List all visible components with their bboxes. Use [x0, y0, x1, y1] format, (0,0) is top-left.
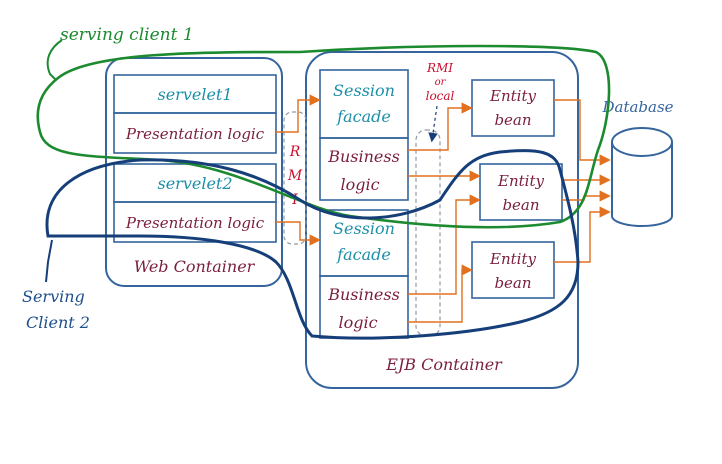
entity-bean-2-line2: bean [502, 196, 539, 214]
rmi-or-local-line3: local [426, 89, 455, 103]
entity-bean-2: Entity bean [479, 163, 563, 221]
rmi-channel-left [283, 111, 307, 245]
session-2: Session facade Business logic [319, 209, 409, 339]
client-1-pointer [46, 39, 63, 81]
client-1-loop: serving client 1 [36, 25, 611, 229]
web-group-1: servelet1 Presentation logic [113, 74, 277, 154]
session-facade-1-line1: Session [333, 81, 395, 100]
rmi-channel-right [415, 129, 441, 337]
arrow-business1-to-entity1 [408, 102, 473, 151]
business-logic-2-line1: Business [327, 285, 400, 304]
entity-bean-1: Entity bean [471, 79, 555, 137]
rmi-or-local-label: RMI or local [426, 61, 455, 143]
entity-bean-2-line1: Entity [497, 172, 544, 190]
web-container-label: Web Container [134, 257, 256, 276]
servlet-1-label: servelet1 [157, 85, 232, 104]
arrow-entity3-to-db [554, 206, 611, 263]
rmi-letter-r: R [289, 144, 301, 160]
arrow-presentation2-to-facade2 [276, 221, 321, 246]
rmi-letter-m: M [287, 168, 303, 184]
entity-bean-3-line1: Entity [489, 250, 536, 268]
rmi-or-local-pointer [428, 105, 438, 143]
connector-arrows [276, 94, 611, 323]
ejb-container-box [305, 51, 579, 389]
business-logic-1-line1: Business [327, 147, 400, 166]
business-logic-2-line2: logic [338, 313, 377, 332]
database-label: Database [601, 98, 673, 116]
presentation-logic-1-label: Presentation logic [125, 125, 265, 143]
session-facade-2-line2: facade [336, 245, 391, 264]
business-logic-1-box [319, 137, 409, 201]
session-1: Session facade Business logic [319, 69, 409, 201]
ejb-container-label: EJB Container [385, 355, 503, 374]
rmi-or-local-line2: or [435, 77, 447, 88]
database-cylinder-body [611, 142, 673, 227]
client-2-label-line2: Client 2 [26, 313, 90, 332]
presentation-logic-1-box [113, 112, 277, 154]
arrow-business2-to-entity2 [408, 194, 481, 295]
client-2-label-line1: Serving [22, 287, 85, 306]
client-1-label: serving client 1 [60, 25, 194, 45]
database: Database [601, 98, 674, 227]
web-group-2: servelet2 Presentation logic [113, 163, 277, 243]
entity-bean-3: Entity bean [471, 241, 555, 299]
client-2-loop: Serving Client 2 [22, 149, 580, 340]
servlet-2-label: servelet2 [157, 174, 232, 193]
session-facade-2-line1: Session [333, 219, 395, 238]
web-container-box [105, 57, 283, 287]
entity-bean-2-box [479, 163, 563, 221]
arrow-entity1-to-db [554, 99, 611, 166]
client-1-loop-path [36, 44, 611, 229]
rmi-or-local-line1: RMI [426, 61, 453, 75]
entity-bean-1-line2: bean [494, 111, 531, 129]
business-logic-1-line2: logic [340, 175, 379, 194]
presentation-logic-2-label: Presentation logic [125, 214, 265, 232]
ejb-container: EJB Container [305, 51, 579, 389]
entity-bean-3-line2: bean [494, 274, 531, 292]
client-2-loop-path [45, 149, 580, 340]
arrow-business2-to-entity3 [408, 264, 473, 323]
rmi-channels [283, 111, 441, 337]
web-container: Web Container [105, 57, 283, 287]
database-cylinder-top [611, 127, 673, 157]
client-2-pointer [45, 239, 53, 283]
entity-bean-1-line1: Entity [489, 87, 536, 105]
session-facade-1-line2: facade [336, 107, 391, 126]
arrow-presentation1-to-facade1 [276, 94, 321, 133]
